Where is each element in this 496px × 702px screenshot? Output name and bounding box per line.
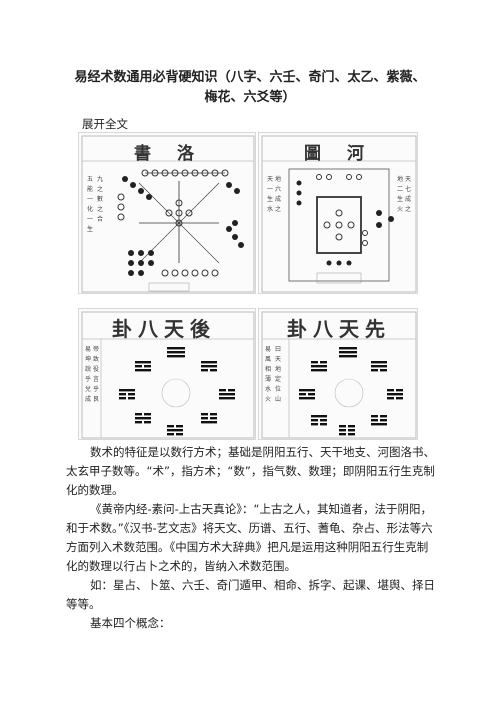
article-body: 数术的特征是以数行方术；基础是阴阳五行、天干地支、河图洛书、太玄甲子数等。“术”…	[66, 443, 438, 633]
svg-text:風: 風	[265, 356, 271, 363]
paragraph-sources: 《黄帝内经-素问-上古天真论》：“上古之人，其知道者，法于阴阳，和于术数。”《汉…	[66, 502, 433, 573]
svg-text:山: 山	[275, 395, 281, 403]
svg-text:位: 位	[275, 385, 281, 393]
svg-text:六: 六	[275, 185, 281, 193]
article-title-line-2: 梅花、六爻等）	[204, 90, 296, 105]
svg-text:之: 之	[275, 205, 281, 213]
svg-text:艮: 艮	[93, 396, 99, 403]
svg-text:成: 成	[405, 195, 411, 203]
svg-text:地: 地	[275, 175, 281, 183]
svg-text:說: 說	[85, 365, 91, 373]
svg-text:數: 數	[97, 195, 103, 203]
svg-text:七: 七	[405, 185, 411, 193]
svg-text:一: 一	[87, 216, 93, 223]
expand-full-text-link[interactable]: 展开全文	[82, 117, 128, 131]
svg-text:之: 之	[405, 205, 411, 213]
svg-text:致: 致	[93, 355, 99, 363]
svg-text:地: 地	[397, 175, 403, 183]
svg-text:成: 成	[85, 395, 91, 403]
luoshu-diagram: 五能一化一生 九之數之合 書 洛	[78, 132, 256, 294]
svg-text:之: 之	[97, 185, 103, 193]
paragraph-four-concepts: 基本四个概念：	[90, 616, 171, 630]
svg-text:坤: 坤	[85, 355, 91, 363]
svg-text:九: 九	[97, 175, 103, 183]
paragraph-definition: 数术的特征是以数行方术；基础是阴阳五行、天干地支、河图洛书、太玄甲子数等。“术”…	[66, 445, 435, 497]
svg-text:二: 二	[397, 186, 403, 193]
svg-text:定: 定	[275, 375, 281, 383]
svg-text:一: 一	[267, 186, 273, 193]
svg-text:兌: 兌	[85, 385, 91, 393]
article-title-line-1: 易经术数通用必背硬知识（八字、六壬、奇门、太乙、紫薇、	[74, 70, 426, 85]
svg-text:生: 生	[87, 225, 93, 233]
luoshu-title: 書 洛	[134, 144, 204, 164]
svg-text:生: 生	[397, 195, 403, 203]
paragraph-examples: 如：星占、卜筮、六壬、奇门遁甲、相命、拆字、起课、堪舆、择日等等。	[66, 578, 435, 611]
svg-text:五: 五	[87, 176, 93, 183]
svg-text:火: 火	[265, 396, 271, 403]
svg-text:水: 水	[267, 205, 273, 213]
svg-text:相: 相	[265, 365, 271, 373]
svg-text:之: 之	[97, 205, 103, 213]
svg-text:乎: 乎	[85, 375, 91, 383]
svg-text:能: 能	[87, 185, 93, 193]
svg-text:言: 言	[93, 375, 99, 383]
svg-text:水: 水	[265, 385, 271, 393]
hetu-title: 圖 河	[304, 144, 374, 164]
article-title: 易经术数通用必背硬知识（八字、六壬、奇门、太乙、紫薇、 梅花、六爻等）	[60, 68, 440, 108]
svg-text:地: 地	[275, 365, 281, 373]
svg-text:天: 天	[275, 356, 281, 363]
svg-text:生: 生	[267, 195, 273, 203]
svg-text:合: 合	[97, 215, 103, 223]
svg-text:易: 易	[85, 346, 91, 353]
svg-text:役: 役	[93, 365, 99, 373]
svg-text:曰: 曰	[275, 346, 281, 353]
xiantian-title: 卦八天先	[287, 317, 391, 341]
svg-text:帝: 帝	[93, 345, 99, 353]
xiantian-bagua-diagram: 易風相薄水火 曰天地定位山 卦八天先	[258, 308, 418, 440]
svg-text:化: 化	[87, 205, 93, 213]
svg-text:天: 天	[405, 176, 411, 183]
houtian-title: 卦八天後	[112, 317, 216, 341]
svg-text:火: 火	[397, 206, 403, 213]
svg-text:薄: 薄	[265, 375, 271, 383]
svg-text:易: 易	[265, 346, 271, 353]
svg-text:一: 一	[87, 196, 93, 203]
hetu-diagram: 天一生水 地六成之 地二生火 天七成之 圖 河	[258, 132, 418, 294]
svg-text:成: 成	[275, 195, 281, 203]
houtian-bagua-diagram: 易坤說乎兌成 帝致役言乎艮 卦八天後	[78, 308, 256, 440]
svg-text:乎: 乎	[93, 385, 99, 393]
svg-text:天: 天	[267, 176, 273, 183]
